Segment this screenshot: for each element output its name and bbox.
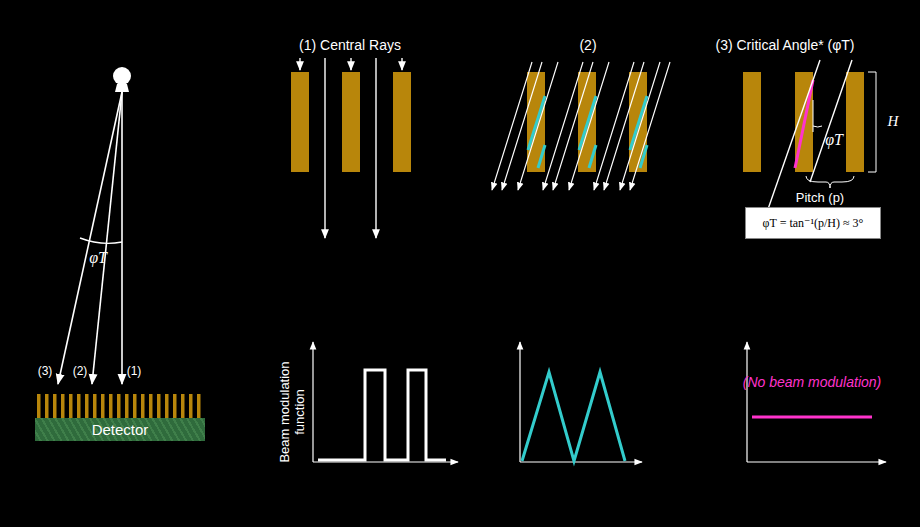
- oblique-ray: [604, 62, 644, 190]
- grid-tooth: [93, 394, 97, 418]
- grid-tooth: [61, 394, 65, 418]
- grid-tooth: [189, 394, 193, 418]
- grid-tooth: [197, 394, 201, 418]
- rays: [58, 92, 122, 384]
- grid-tooth: [173, 394, 177, 418]
- ray-number: (1): [127, 365, 142, 379]
- oblique-ray: [518, 62, 558, 190]
- grid-tooth: [69, 394, 73, 418]
- annotation: (No beam modulation): [743, 374, 882, 390]
- x-ray-source: [113, 67, 131, 92]
- detector-box: Detector: [35, 418, 205, 441]
- grid-tooth: [117, 394, 121, 418]
- square-wave: [318, 370, 446, 460]
- node-text: Detector: [92, 421, 149, 438]
- dimension-label: Pitch (p): [796, 191, 844, 206]
- grid-tooth: [101, 394, 105, 418]
- node-text: φT = tan⁻¹(p/H) ≈ 3°: [763, 216, 864, 231]
- oblique-ray: [492, 62, 532, 190]
- grid-tooth: [141, 394, 145, 418]
- flat-line: [752, 416, 872, 419]
- ray-number: (3): [38, 365, 53, 379]
- panel-central-rays: [291, 58, 411, 238]
- oblique-ray: [569, 62, 609, 190]
- grid-tooth: [149, 394, 153, 418]
- panel-title: (1) Central Rays: [299, 37, 401, 53]
- oblique-ray: [594, 62, 634, 190]
- angle-label: φT: [825, 131, 843, 149]
- grid-tooth: [109, 394, 113, 418]
- grid-tooth: [133, 394, 137, 418]
- triangle-wave: [522, 372, 625, 461]
- grid-tooth: [37, 394, 41, 418]
- grid-tooth: [157, 394, 161, 418]
- grid-tooth: [77, 394, 81, 418]
- angle-label: φT: [89, 249, 107, 267]
- grid-tooth: [165, 394, 169, 418]
- grid-tooth: [125, 394, 129, 418]
- panel-title: (3) Critical Angle* (φT): [716, 37, 855, 53]
- oblique-ray: [553, 62, 593, 190]
- oblique-ray: [620, 62, 660, 190]
- grid-teeth: [37, 394, 201, 418]
- oblique-ray: [502, 62, 542, 190]
- grid-tooth: [53, 394, 57, 418]
- grid-tooth: [181, 394, 185, 418]
- oblique-ray: [543, 62, 583, 190]
- grid-tooth: [85, 394, 89, 418]
- formula-box: φT = tan⁻¹(p/H) ≈ 3°: [745, 207, 881, 239]
- ray-number: (2): [73, 365, 88, 379]
- grid-tooth: [45, 394, 49, 418]
- axis-label: Beam modulation function: [278, 352, 308, 472]
- panel-oblique-rays: [492, 62, 670, 190]
- dimension-label: H: [888, 113, 899, 130]
- panel-title: (2): [579, 37, 596, 53]
- oblique-ray: [630, 62, 670, 190]
- axes: [313, 342, 886, 462]
